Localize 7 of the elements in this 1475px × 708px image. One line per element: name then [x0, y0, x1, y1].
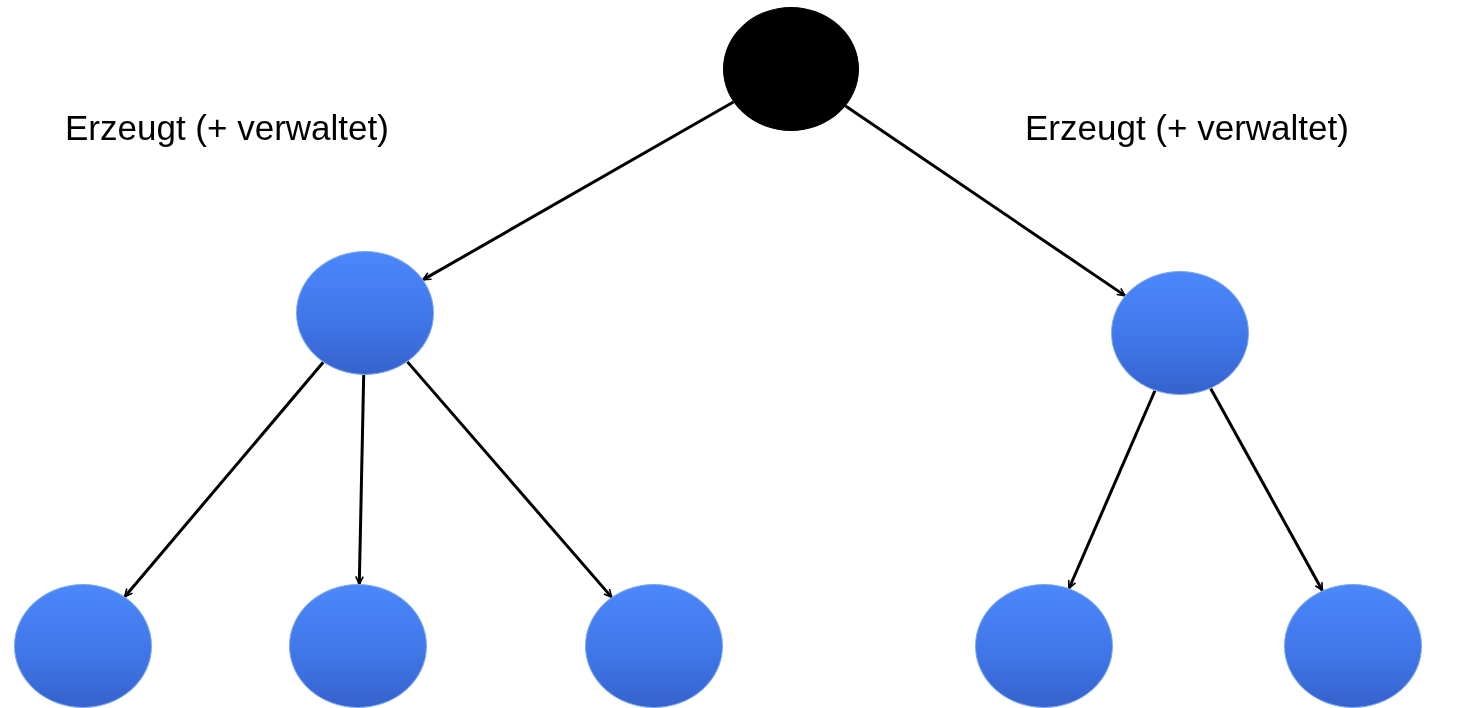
- arrow: [422, 100, 735, 281]
- arrow: [123, 361, 325, 598]
- arrow: [354, 374, 366, 585]
- arrow: [406, 360, 613, 599]
- arrow: [844, 104, 1126, 297]
- arrow: [1209, 387, 1324, 592]
- arrow: [1067, 390, 1157, 590]
